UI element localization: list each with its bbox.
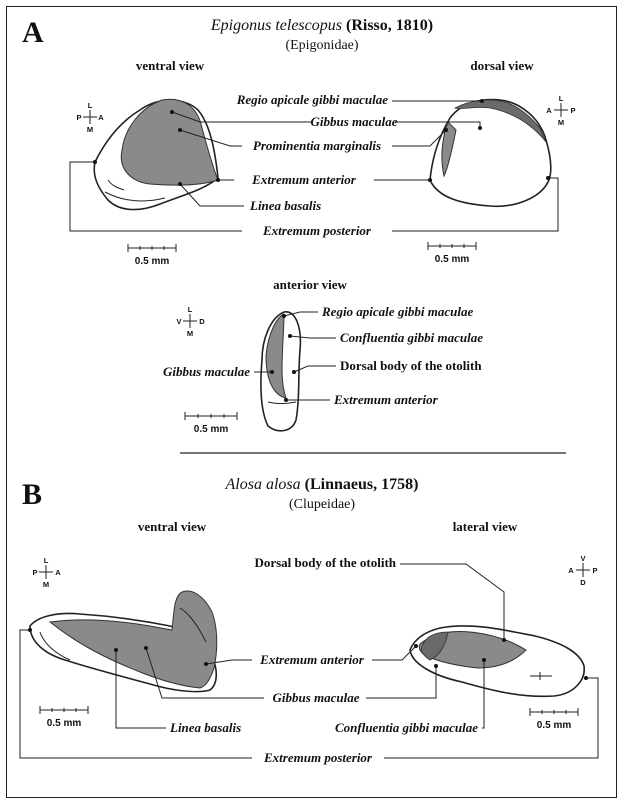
panel-a-ventral-view-label: ventral view	[136, 58, 205, 73]
panel-a-title: Epigonus telescopus (Risso, 1810)	[210, 17, 433, 34]
panel-b-title: Alosa alosa (Linnaeus, 1758)	[225, 476, 419, 493]
svg-text:P: P	[570, 106, 575, 115]
label-linea-basalis-b: Linea basalis	[169, 720, 241, 735]
label-linea-basalis-a: Linea basalis	[249, 198, 321, 213]
otolith-b-ventral	[30, 591, 217, 692]
scale-bar-b-lateral: 0.5 mm	[530, 708, 578, 731]
svg-text:V: V	[176, 317, 181, 326]
compass-ventral-b: L P A M	[32, 556, 61, 589]
svg-text:M: M	[187, 329, 193, 338]
compass-ventral-a: L P A M	[76, 101, 104, 134]
panel-b-lateral-view-label: lateral view	[453, 519, 518, 534]
otolith-a-ventral	[94, 99, 218, 209]
label-gibbus-a: Gibbus maculae	[310, 114, 397, 129]
svg-text:P: P	[32, 568, 37, 577]
panel-b-family: (Clupeidae)	[289, 497, 355, 512]
compass-dorsal-a: L A P M	[546, 94, 575, 127]
panel-a-dorsal-view-label: dorsal view	[470, 58, 534, 73]
label-extremum-anterior-a: Extremum anterior	[251, 172, 357, 187]
svg-text:0.5 mm: 0.5 mm	[47, 718, 82, 729]
svg-text:0.5 mm: 0.5 mm	[435, 254, 470, 265]
label-extremum-posterior-b: Extremum posterior	[263, 750, 373, 765]
svg-text:M: M	[558, 118, 564, 127]
svg-text:0.5 mm: 0.5 mm	[537, 720, 572, 731]
svg-text:A: A	[568, 566, 574, 575]
panel-a-letter: A	[22, 16, 44, 49]
scale-bar-a-dorsal: 0.5 mm	[428, 242, 476, 265]
svg-text:L: L	[88, 101, 93, 110]
svg-text:L: L	[559, 94, 564, 103]
svg-text:M: M	[43, 580, 49, 589]
svg-text:P: P	[76, 113, 81, 122]
panel-b-ventral-view-label: ventral view	[138, 519, 207, 534]
scale-bar-a-ventral: 0.5 mm	[128, 244, 176, 267]
svg-text:L: L	[44, 556, 49, 565]
svg-text:0.5 mm: 0.5 mm	[135, 256, 170, 267]
compass-anterior-a: L V D M	[176, 305, 205, 338]
panel-a-family: (Epigonidae)	[285, 38, 358, 53]
svg-text:V: V	[580, 554, 585, 563]
panel-a-anterior-view-label: anterior view	[273, 277, 347, 292]
svg-text:A: A	[98, 113, 104, 122]
label-extremum-posterior-a: Extremum posterior	[262, 223, 372, 238]
label-confluentia-b: Confluentia gibbi maculae	[335, 720, 478, 735]
label-confluentia-a: Confluentia gibbi maculae	[340, 330, 483, 345]
svg-text:A: A	[546, 106, 552, 115]
label-extremum-anterior-a2: Extremum anterior	[333, 392, 439, 407]
svg-text:M: M	[87, 125, 93, 134]
label-extremum-anterior-b: Extremum anterior	[259, 652, 365, 667]
label-regio-apicale-a: Regio apicale gibbi maculae	[236, 92, 389, 107]
scale-bar-b-ventral: 0.5 mm	[40, 706, 88, 729]
label-regio-apicale-a2: Regio apicale gibbi maculae	[321, 304, 474, 319]
compass-lateral-b: V A P D	[568, 554, 597, 587]
label-dorsal-body-b: Dorsal body of the otolith	[254, 555, 396, 570]
panel-a-anterior-annotations: Regio apicale gibbi maculae Confluentia …	[163, 304, 483, 407]
svg-text:D: D	[199, 317, 205, 326]
svg-text:P: P	[592, 566, 597, 575]
svg-text:A: A	[55, 568, 61, 577]
scale-bar-a-anterior: 0.5 mm	[185, 412, 237, 435]
label-dorsal-body-a: Dorsal body of the otolith	[340, 358, 482, 373]
panel-b-letter: B	[22, 478, 42, 511]
label-prominentia: Prominentia marginalis	[253, 138, 381, 153]
svg-text:L: L	[188, 305, 193, 314]
label-gibbus-b: Gibbus maculae	[272, 690, 359, 705]
label-gibbus-a2: Gibbus maculae	[163, 364, 250, 379]
svg-text:D: D	[580, 578, 586, 587]
otolith-a-dorsal	[430, 100, 551, 207]
svg-text:0.5 mm: 0.5 mm	[194, 424, 229, 435]
